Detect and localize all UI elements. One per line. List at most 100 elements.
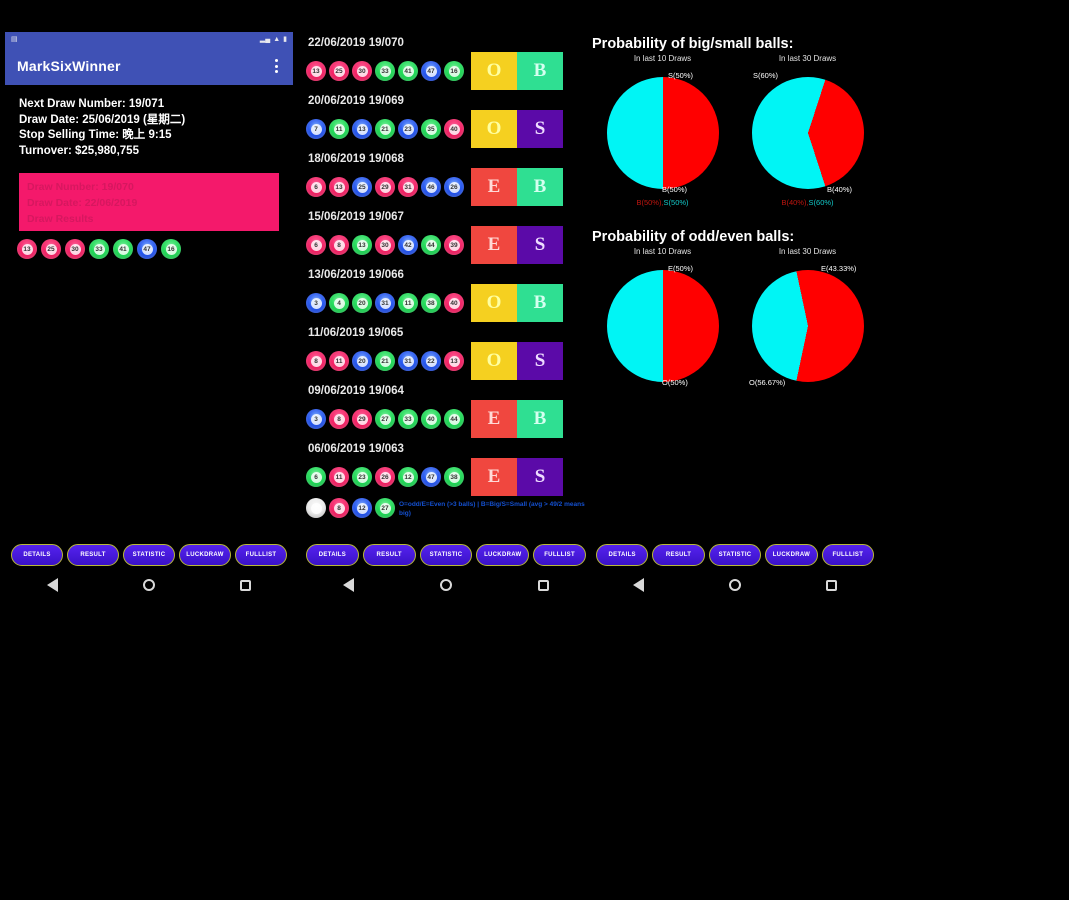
nav-button-luckdraw[interactable]: LUCKDRAW [765,544,818,566]
lottery-ball-number: 8 [333,239,345,251]
lottery-ball: 11 [329,467,349,487]
nav-button-fulllist[interactable]: FULLLIST [533,544,586,566]
card-draw-number: Draw Number: 19/070 [27,181,134,193]
lottery-ball: 40 [444,119,464,139]
size-tag: S [517,342,563,380]
nav-button-luckdraw[interactable]: LUCKDRAW [179,544,231,566]
lottery-ball: 41 [113,239,133,259]
draw-header: 13/06/2019 19/066 [308,269,404,281]
lottery-ball-number: 31 [402,181,414,193]
home-icon[interactable] [728,579,741,591]
bigsmall-pie-30-top-label: S(60%) [753,71,779,80]
lottery-ball: 12 [352,498,372,518]
nav-button-result[interactable]: RESULT [362,544,416,566]
lottery-ball: 33 [89,239,109,259]
kebab-menu-icon[interactable] [272,56,281,76]
lottery-ball: 26 [375,467,395,487]
recents-icon[interactable] [239,579,251,591]
nav-button-statistic[interactable]: STATISTIC [123,544,175,566]
app-bar: MarkSixWinner [5,47,293,85]
nav-button-fulllist[interactable]: FULLLIST [821,544,875,566]
lottery-ball-number: 30 [356,65,368,77]
nav-button-details[interactable]: DETAILS [306,544,359,566]
lottery-ball-number: 26 [448,181,460,193]
lottery-ball-number: 13 [333,181,345,193]
draw-header: 09/06/2019 19/064 [308,385,404,397]
parity-tag: O [471,110,517,148]
lottery-ball: 23 [352,467,372,487]
lottery-ball-number: 44 [448,413,460,425]
lottery-ball: 20 [352,293,372,313]
back-icon[interactable] [47,578,59,592]
lottery-ball: 29 [352,409,372,429]
nav-button-statistic[interactable]: STATISTIC [708,544,762,566]
bigsmall-pie-30 [751,77,864,189]
oddeven-subtitles: In last 10 Draws In last 30 Draws [590,247,880,256]
lottery-ball-number: 46 [425,181,437,193]
lottery-ball: 7 [306,119,326,139]
lottery-ball: 21 [375,351,395,371]
lottery-ball-number: 40 [448,297,460,309]
lottery-ball: 8 [329,235,349,255]
section-gap [590,207,880,225]
nav-button-luckdraw[interactable]: LUCKDRAW [476,544,530,566]
draw-header: 20/06/2019 19/069 [308,95,404,107]
nav-button-statistic[interactable]: STATISTIC [419,544,473,566]
notification-icon: ▤ [11,36,18,43]
lottery-ball: 31 [375,293,395,313]
oddeven-pies: E(50%) O(50%) E(43.33%) O(56.67%) [590,256,880,391]
lottery-ball-number: 16 [165,243,177,255]
size-tag: S [517,226,563,264]
back-icon[interactable] [343,578,354,592]
lottery-ball: 39 [444,235,464,255]
lottery-ball-number: 13 [356,239,368,251]
bigsmall-title: Probability of big/small balls: [592,36,794,52]
lottery-ball: 13 [352,235,372,255]
nav-button-details[interactable]: DETAILS [11,544,63,566]
lottery-ball-number: 25 [356,181,368,193]
recents-icon[interactable] [826,579,838,591]
nav-button-fulllist[interactable]: FULLLIST [235,544,287,566]
status-bar: ▤ ▂▄ ▲ ▮ [5,32,293,47]
recents-icon[interactable] [538,579,549,591]
parity-tag: E [471,458,517,496]
home-icon[interactable] [142,579,155,591]
bigsmall-subtitles: In last 10 Draws In last 30 Draws [590,54,880,63]
nav-button-result[interactable]: RESULT [67,544,119,566]
nav-button-result[interactable]: RESULT [652,544,705,566]
lottery-ball-number: 11 [333,123,345,135]
lottery-ball: 35 [421,119,441,139]
back-icon[interactable] [632,578,644,592]
lottery-ball: 4 [329,293,349,313]
lottery-ball-number: 31 [379,297,391,309]
home-icon[interactable] [440,579,452,591]
nav-button-details[interactable]: DETAILS [596,544,649,566]
size-tag: S [517,110,563,148]
lottery-ball-number [310,502,322,514]
draw-header: 06/06/2019 19/063 [308,443,404,455]
stop-selling-time: Stop Selling Time: 晚上 9:15 [19,129,172,141]
lottery-ball: 46 [421,177,441,197]
lottery-ball: 3 [306,409,326,429]
bigsmall-pies: S(50%) B(50%) S(60%) B(40%) [590,63,880,198]
lottery-ball-number: 13 [448,355,460,367]
lottery-ball-number: 6 [310,181,322,193]
lottery-ball: 16 [444,61,464,81]
